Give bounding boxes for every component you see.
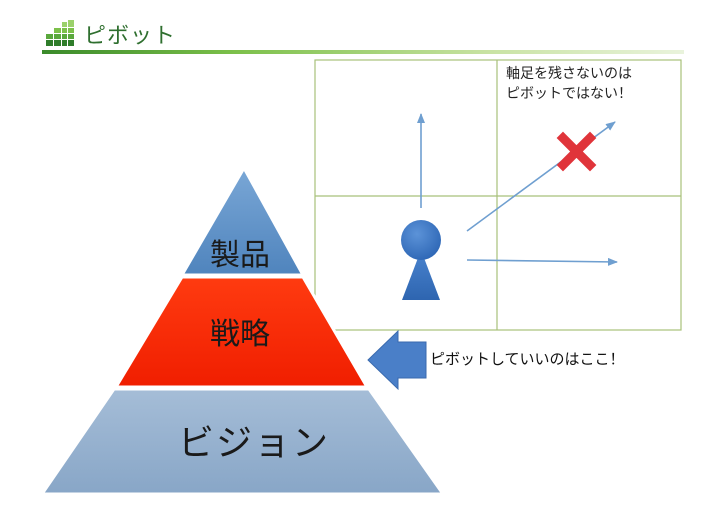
person-head bbox=[401, 220, 441, 260]
callout-arrow-icon bbox=[367, 329, 427, 391]
slide-title: ピボット bbox=[84, 24, 177, 49]
arrow-right bbox=[466, 257, 618, 266]
pyramid-layer-product bbox=[179, 164, 306, 277]
person-body bbox=[402, 250, 440, 300]
pyramid-label-product: 製品 bbox=[210, 238, 270, 273]
person-icon bbox=[401, 220, 441, 300]
title-underline bbox=[42, 50, 684, 54]
grid-logo-icon bbox=[46, 20, 74, 46]
pyramid-label-strategy: 戦略 bbox=[210, 317, 270, 352]
cross-icon bbox=[556, 131, 597, 172]
pyramid-label-vision: ビジョン bbox=[178, 423, 331, 464]
pivot-here-callout: ピボットしていいのはここ！ bbox=[430, 350, 625, 368]
pyramid-layer-strategy bbox=[113, 275, 370, 389]
pyramid-layer-vision bbox=[39, 387, 446, 496]
no-pivot-note: 軸足を残さないのは ピボットではない！ bbox=[506, 66, 632, 102]
pivot-grid bbox=[314, 59, 682, 331]
pyramid bbox=[39, 164, 446, 496]
